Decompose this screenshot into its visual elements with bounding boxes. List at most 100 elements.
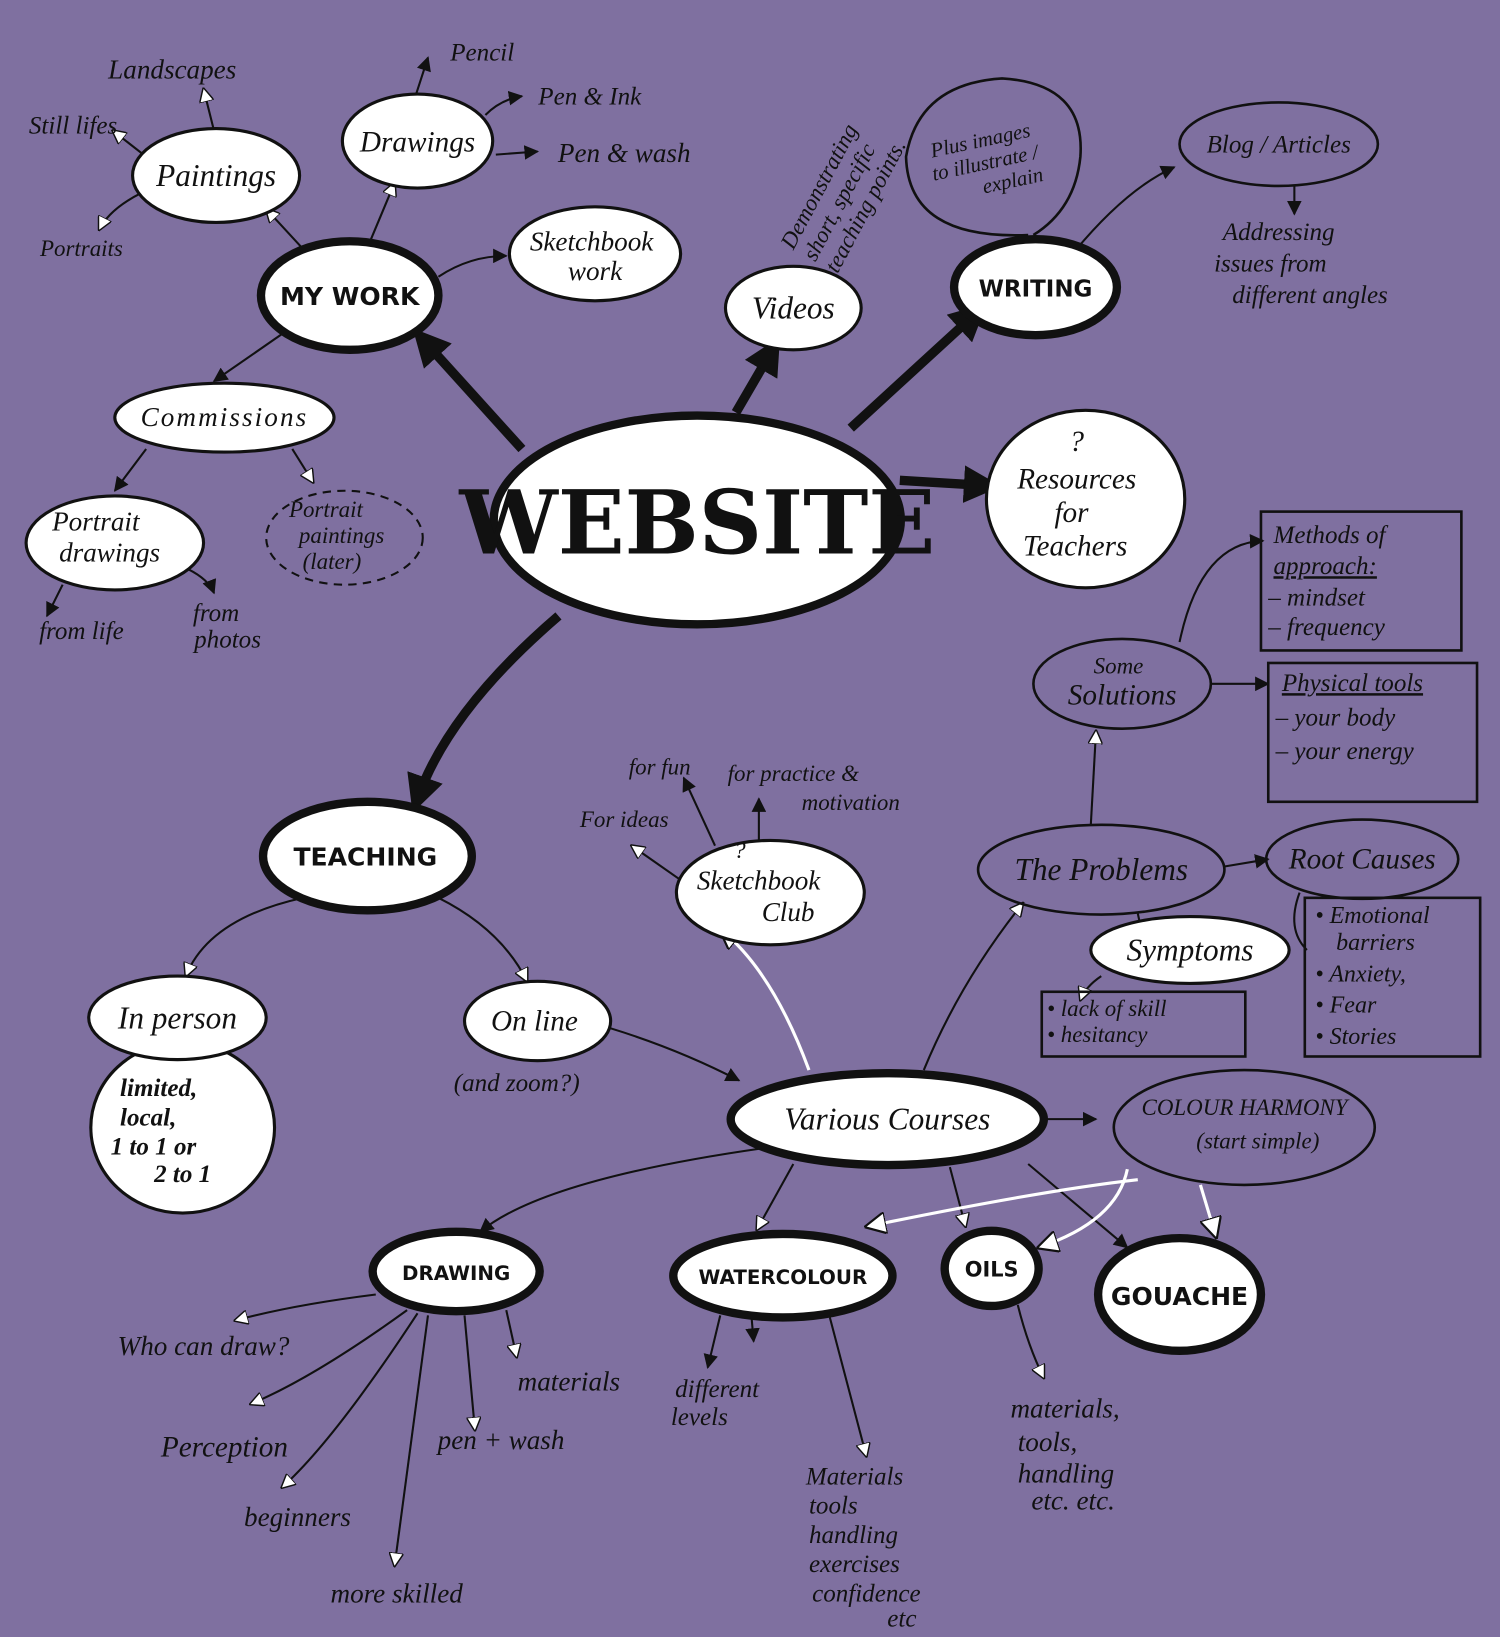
- blog-note-line: issues from: [1214, 251, 1327, 278]
- portrait-paintings-line: (later): [303, 549, 362, 574]
- svg-text:Addressing issues from: Addressing issues from different angles: [1214, 219, 1388, 309]
- drawings-label: Drawings: [359, 126, 475, 158]
- colour-harmony-line: (start simple): [1196, 1128, 1319, 1153]
- pencil-label: Pencil: [449, 40, 514, 67]
- watercolour-label: WATERCOLOUR: [699, 1266, 868, 1289]
- root-causes-box: • Emotional barriers • Anxiety, • Fear •…: [1293, 892, 1482, 1058]
- some-solutions-line: Solutions: [1068, 680, 1177, 712]
- more-skilled-label: more skilled: [330, 1578, 463, 1608]
- for-practice-label: for practice &: [728, 761, 859, 786]
- svg-text:materials, tools, hand: materials, tools, handling etc. etc.: [1010, 1394, 1126, 1516]
- node-website: WEBSITE: [458, 411, 935, 629]
- oils-topic-line: handling: [1018, 1458, 1114, 1488]
- commissions-label: Commissions: [141, 402, 309, 432]
- node-root-causes: Root Causes: [1264, 818, 1460, 901]
- svg-text:Sketchbook work: Sketchbook work: [530, 227, 660, 286]
- node-watercolour: WATERCOLOUR: [669, 1229, 897, 1322]
- teaching-label: TEACHING: [293, 842, 437, 871]
- for-ideas-label: For ideas: [579, 807, 669, 832]
- methods-item: – mindset: [1267, 585, 1366, 612]
- svg-text:Methods of approach:: Methods of approach: – mindset – frequen…: [1267, 522, 1392, 641]
- resources-line: Resources: [1016, 464, 1136, 496]
- watercolour-topic-line: handling: [809, 1522, 898, 1549]
- watercolour-topic-line: etc: [887, 1605, 916, 1632]
- node-commissions: Commissions: [113, 381, 336, 454]
- paintings-label: Paintings: [155, 158, 276, 193]
- node-various-courses: Various Courses: [726, 1069, 1049, 1170]
- pen-wash-course-label: pen + wash: [436, 1425, 565, 1455]
- node-writing: WRITING: [949, 234, 1122, 340]
- oils-topic-line: tools,: [1018, 1427, 1078, 1457]
- portraits-label: Portraits: [39, 236, 123, 261]
- sketchbook-club-line: Sketchbook: [697, 865, 821, 895]
- in-person-note-line: local,: [120, 1104, 176, 1131]
- writing-note-bubble: Plus images to illustrate / explain: [904, 77, 1082, 237]
- different-levels-line: levels: [671, 1404, 728, 1431]
- root-cause-item: • Emotional: [1315, 903, 1430, 929]
- root-cause-item: • Fear: [1315, 993, 1377, 1019]
- blog-articles-label: Blog / Articles: [1207, 132, 1351, 159]
- symptom-item: • hesitancy: [1047, 1022, 1148, 1047]
- node-colour-harmony: COLOUR HARMONY (start simple): [1112, 1068, 1377, 1187]
- still-lifes-label: Still lifes: [29, 113, 117, 140]
- in-person-note-line: limited,: [120, 1075, 197, 1102]
- colour-harmony-line: COLOUR HARMONY: [1142, 1095, 1350, 1120]
- who-can-draw-label: Who can draw?: [118, 1331, 290, 1361]
- sketchbook-work-line: work: [568, 256, 623, 286]
- node-portrait-paintings: Portrait paintings (later): [265, 489, 424, 586]
- svg-text:from photos: from photos: [192, 600, 261, 653]
- sketchbook-club-line: Club: [762, 897, 815, 927]
- svg-text:different levels: different levels: [671, 1376, 765, 1431]
- materials-drawing-label: materials: [518, 1367, 620, 1397]
- physical-tools-item: – your body: [1275, 705, 1397, 732]
- resources-line: ?: [1069, 426, 1084, 458]
- blog-note-line: Addressing: [1221, 219, 1335, 246]
- methods-item: – frequency: [1267, 614, 1385, 641]
- svg-text:Plus images to illustrat: Plus images to illustrate / explain: [925, 116, 1050, 208]
- physical-tools-item: – your energy: [1275, 738, 1415, 765]
- pen-wash-label: Pen & wash: [557, 138, 691, 168]
- landscapes-label: Landscapes: [107, 54, 236, 84]
- perception-label: Perception: [160, 1431, 288, 1463]
- node-symptoms: Symptoms: [1089, 915, 1291, 985]
- oils-topic-line: etc. etc.: [1031, 1486, 1115, 1516]
- root-causes-label: Root Causes: [1288, 844, 1436, 876]
- node-in-person: In person: [87, 974, 268, 1062]
- resources-line: for: [1054, 497, 1089, 529]
- node-sketchbook-club: ? Sketchbook Club: [674, 838, 866, 947]
- drawing-course-label: DRAWING: [402, 1262, 510, 1285]
- portrait-paintings-line: paintings: [297, 523, 385, 548]
- svg-text:• Emotional barriers: • Emotional barriers • Anxiety, • Fear •…: [1315, 903, 1435, 1050]
- oils-topic-line: materials,: [1010, 1394, 1119, 1424]
- watercolour-topic-line: tools: [809, 1493, 858, 1520]
- node-some-solutions: Some Solutions: [1032, 637, 1213, 731]
- methods-title-line: approach:: [1273, 553, 1376, 580]
- methods-title-line: Methods of: [1272, 522, 1388, 549]
- node-online: On line: [462, 979, 613, 1063]
- root-cause-item: barriers: [1336, 930, 1415, 956]
- physical-tools-title: Physical tools: [1281, 670, 1423, 697]
- my-work-label: MY WORK: [280, 282, 421, 311]
- node-videos: Videos: [723, 264, 863, 352]
- portrait-drawings-line: Portrait: [51, 506, 141, 536]
- svg-text:Some Solutions: Some Solutions: [1068, 648, 1177, 711]
- svg-text:Materials tools handli: Materials tools handling exercises confi…: [805, 1463, 927, 1632]
- resources-line: Teachers: [1023, 530, 1127, 562]
- videos-note: Demonstrating short, specific teaching p…: [775, 112, 911, 278]
- videos-label: Videos: [752, 291, 835, 326]
- node-gouache: GOUACHE: [1093, 1233, 1266, 1356]
- various-courses-label: Various Courses: [784, 1102, 990, 1137]
- from-life-label: from life: [39, 618, 124, 645]
- svg-text:Physical tools – your bo: Physical tools – your body – your energy: [1275, 670, 1430, 765]
- methods-box: Methods of approach: – mindset – frequen…: [1259, 510, 1463, 652]
- the-problems-label: The Problems: [1014, 852, 1188, 887]
- node-my-work: MY WORK: [256, 237, 443, 354]
- svg-text:COLOUR HARMONY (start si: COLOUR HARMONY (start simple): [1142, 1095, 1354, 1153]
- svg-text:? Resources for: ? Resources for Teachers: [1016, 426, 1143, 562]
- symptoms-box: • lack of skill • hesitancy: [1040, 990, 1247, 1058]
- pen-ink-label: Pen & Ink: [537, 84, 642, 111]
- watercolour-topic-line: Materials: [805, 1463, 903, 1490]
- node-portrait-drawings: Portrait drawings: [24, 494, 206, 592]
- for-fun-label: for fun: [629, 755, 691, 780]
